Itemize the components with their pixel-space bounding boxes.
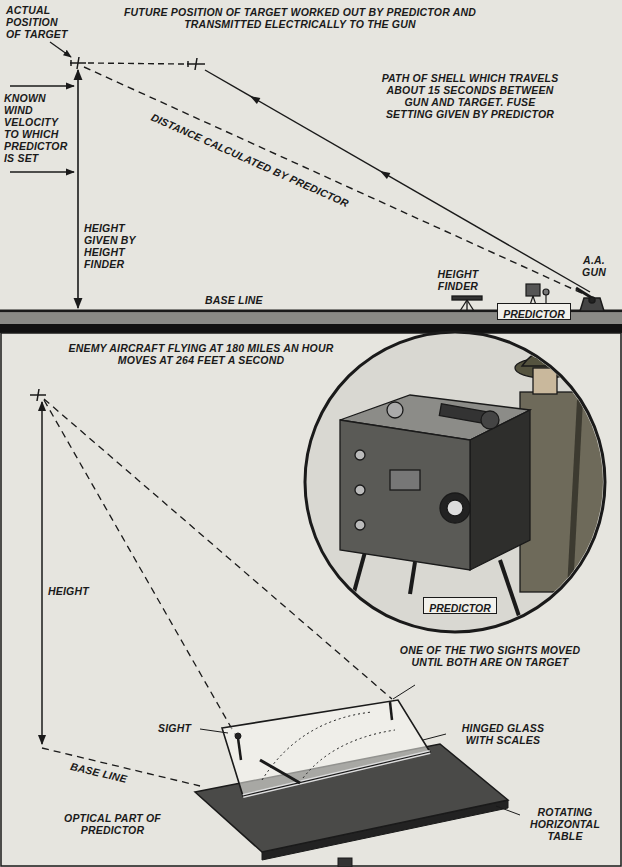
top-panel-shape [77, 70, 79, 308]
bottom-panel-shape [260, 760, 300, 783]
bottom-panel-shape [200, 729, 228, 733]
bottom-panel-shape [238, 738, 241, 760]
bottom-panel-shape-shape [345, 552, 365, 625]
line-label: BASE LINE [205, 294, 305, 306]
box-text: PREDICTOR [503, 308, 565, 320]
top-panel-shape [576, 288, 604, 311]
predictor-note: FUTURE POSITION OF TARGET WORKED OUT BY … [120, 6, 480, 30]
target-note: ACTUAL POSITION OF TARGET [6, 4, 72, 40]
height-note: HEIGHT GIVEN BY HEIGHT FINDER [84, 222, 142, 270]
bottom-panel-shape-shape [470, 410, 530, 570]
bottom-panel-shape [338, 858, 352, 867]
part-label: HINGED GLASS WITH SCALES [448, 722, 558, 746]
bottom-panel-shape [41, 402, 43, 744]
top-panel-shape [380, 171, 390, 179]
bottom-panel-shape [222, 700, 430, 796]
top-panel-shape-shape [187, 61, 189, 67]
top-panel-shape-shape [70, 60, 72, 66]
bottom-panel-shape-shape [355, 450, 365, 460]
bottom-panel-shape-shape [355, 520, 365, 530]
bottom-panel-shape [423, 734, 446, 740]
bottom-panel-shape [393, 685, 415, 699]
top-panel-shape-shape [452, 296, 482, 300]
top-panel-shape [10, 171, 74, 172]
bottom-panel-shape [243, 752, 430, 796]
bottom-panel-shape [300, 730, 395, 782]
top-panel-shape [10, 85, 74, 86]
top-panel-shape-shape [77, 57, 79, 69]
bottom-panel-shape-shape [37, 389, 39, 401]
top-panel-shape [205, 70, 590, 292]
top-panel-shape-shape [460, 300, 467, 311]
top-panel [0, 42, 622, 333]
top-panel-shape [50, 42, 71, 57]
bottom-panel-shape-shape [481, 411, 499, 429]
top-panel-shape [250, 96, 260, 104]
top-panel-shape [84, 67, 586, 295]
top-panel-shape-shape [466, 300, 467, 311]
wind-note: KNOWN WIND VELOCITY TO WHICH PREDICTOR I… [4, 92, 70, 164]
bottom-panel-shape-shape [355, 485, 365, 495]
top-panel-shape-shape [543, 289, 549, 295]
bottom-panel-shape-shape [410, 562, 415, 594]
bottom-panel-shape-shape [387, 402, 403, 418]
bottom-panel-shape [390, 702, 392, 720]
bottom-panel-shape-shape [500, 560, 522, 625]
top-panel-shape-shape [195, 58, 197, 70]
bottom-panel-shape-shape [447, 500, 463, 516]
top-panel-shape-shape [576, 288, 592, 298]
speed-note: ENEMY AIRCRAFT FLYING AT 180 MILES AN HO… [66, 342, 336, 366]
bottom-panel-shape-shape [522, 351, 568, 367]
top-panel-shape-shape [467, 300, 474, 311]
bottom-panel-shape [243, 752, 430, 796]
top-panel-shape [0, 324, 622, 333]
bottom-panel-shape-shape [340, 420, 470, 570]
part-label: HEIGHT FINDER [426, 268, 490, 292]
caption-label: OPTICAL PART OF PREDICTOR [50, 812, 175, 836]
bottom-panel-shape-shape [440, 493, 470, 523]
label-box: PREDICTOR [497, 303, 571, 320]
line-label: HEIGHT [48, 585, 108, 597]
top-panel-shape-shape [526, 284, 540, 296]
part-label: SIGHT [158, 722, 203, 734]
part-label: ROTATING HORIZONTAL TABLE [522, 806, 608, 842]
bottom-panel-shape-shape [520, 392, 604, 592]
part-label: A.A. GUN [572, 254, 616, 278]
bottom-panel-shape [305, 332, 605, 632]
bottom-panel-shape-shape [533, 368, 557, 394]
bottom-panel-shape [44, 400, 236, 736]
bottom-panel-shape [496, 806, 520, 815]
top-panel-shape-shape [589, 297, 595, 303]
top-panel-shape [452, 296, 482, 311]
bottom-panel-shape-shape [570, 400, 580, 590]
sight-note: ONE OF THE TWO SIGHTS MOVED UNTIL BOTH A… [385, 644, 595, 668]
bottom-panel-shape [30, 389, 46, 401]
bottom-panel-shape [235, 733, 241, 739]
bottom-panel-shape [340, 351, 604, 626]
top-panel-shape [187, 58, 205, 70]
bottom-panel [1, 332, 621, 867]
shell-note: PATH OF SHELL WHICH TRAVELS ABOUT 15 SEC… [380, 72, 560, 120]
bottom-panel-shape [1, 333, 621, 866]
top-panel-shape-shape [580, 298, 604, 311]
top-panel-shape [88, 63, 184, 64]
box-text: PREDICTOR [429, 602, 491, 614]
label-box: PREDICTOR [423, 597, 497, 614]
bottom-panel-shape-shape [390, 470, 420, 490]
top-panel-shape [70, 57, 86, 69]
bottom-panel-shape [42, 748, 200, 786]
